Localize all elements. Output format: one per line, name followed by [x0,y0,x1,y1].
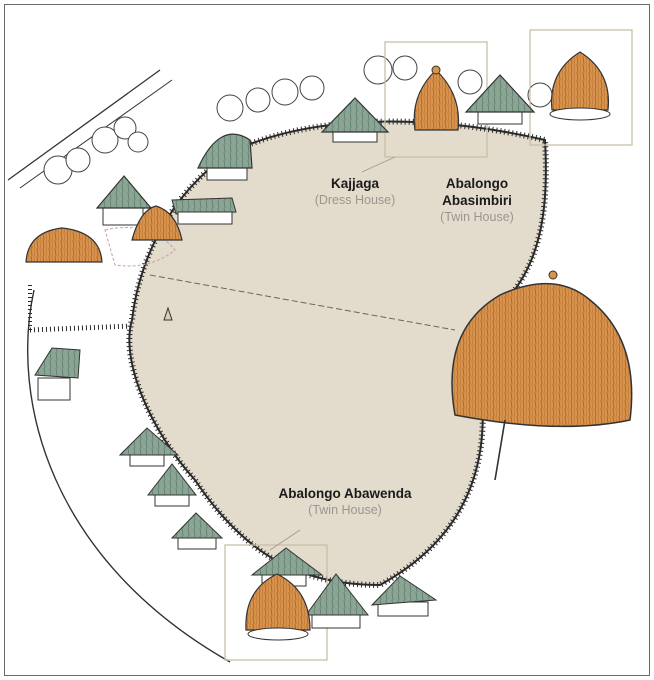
side-fence [30,326,132,330]
label-abasimbiri: Abalongo Abasimbiri (Twin House) [412,175,542,226]
rectangular-house-icon [172,198,236,224]
label-abawenda-name: Abalongo Abawenda [250,485,440,502]
label-abawenda-sub: (Twin House) [250,502,440,519]
thatched-hut-icon [26,228,102,262]
label-kajjaga: Kajjaga (Dress House) [290,175,420,209]
label-kajjaga-sub: (Dress House) [290,192,420,209]
label-kajjaga-name: Kajjaga [290,175,420,192]
rectangular-house-icon [35,348,80,400]
thatched-hut-icon [414,66,458,130]
label-abasimbiri-sub: (Twin House) [412,209,542,226]
label-abawenda: Abalongo Abawenda (Twin House) [250,485,440,519]
thatched-hut-icon [550,52,610,120]
label-abasimbiri-line2: Abasimbiri [412,192,542,209]
green-roof-hut-icon [172,513,222,549]
label-abasimbiri-line1: Abalongo [412,175,542,192]
